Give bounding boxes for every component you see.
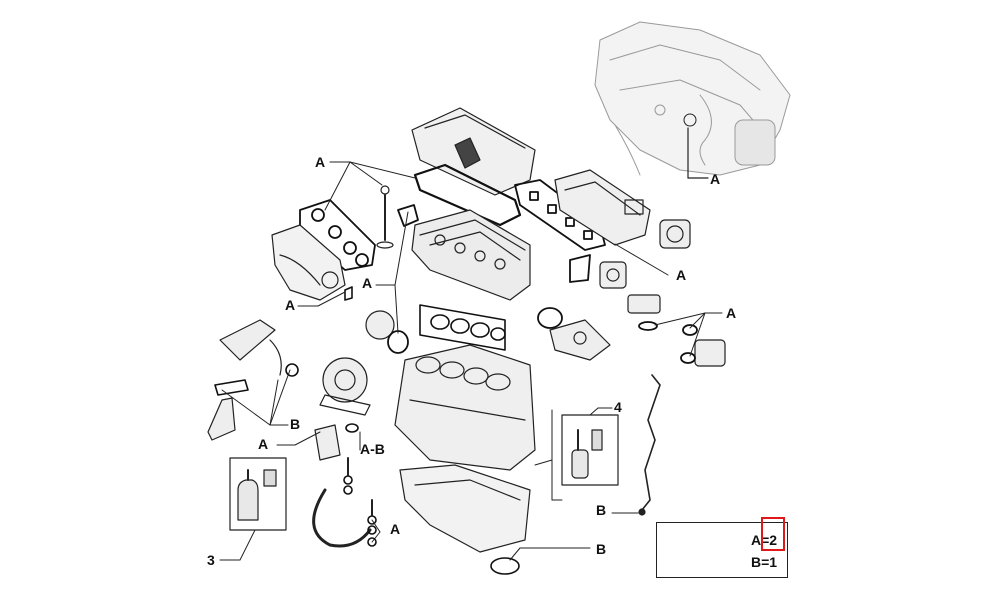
dipstick-seal-art	[638, 508, 646, 516]
o-ring-art	[537, 307, 563, 329]
turbocharger-art	[319, 310, 395, 416]
thermostat-housing-art	[599, 261, 627, 289]
legend-b-quantity: B=1	[751, 554, 778, 570]
egr-cooler-gasket-art	[680, 352, 696, 364]
cylinder-head-art	[411, 209, 531, 301]
callout-a-oil-line: A	[390, 521, 401, 537]
oil-feed-pipe-art	[219, 319, 299, 377]
callout-3-sealant: 3	[207, 552, 215, 568]
callout-a-egr: A	[726, 305, 737, 321]
callout-a-b: A-B	[360, 441, 385, 457]
intake-egr-assembly-art	[594, 21, 791, 176]
dipstick-art	[641, 374, 661, 511]
small-gasket-art	[397, 204, 419, 227]
callout-a-turbo: A	[362, 275, 373, 291]
turbo-gasket-art	[387, 330, 409, 354]
thermostat-gasket-art	[569, 254, 591, 283]
throttle-body-art	[659, 219, 691, 249]
exhaust-manifold-art	[271, 224, 346, 301]
intake-manifold-art	[554, 169, 651, 246]
callout-a-intake-gasket: A	[676, 267, 687, 283]
oil-return-art	[207, 379, 249, 441]
callout-a-intake-egr: A	[710, 171, 721, 187]
egr-cooler-art	[694, 339, 726, 367]
egr-gasket-art	[638, 321, 658, 331]
oil-filter-art	[314, 423, 359, 461]
oil-pan-o-ring-art	[490, 557, 520, 575]
engine-block-art	[394, 344, 536, 471]
callout-leader-lines	[219, 161, 723, 561]
legend-a-quantity: A=2	[751, 532, 778, 548]
callout-a-oil-filter: A	[258, 436, 269, 452]
water-pump-art	[549, 319, 611, 361]
flange-gasket-art	[344, 286, 353, 301]
head-gasket-art	[419, 304, 506, 351]
valve-cover-art	[411, 107, 536, 196]
sealant-kit-3-art	[229, 457, 287, 531]
sealant-kit-4-art	[561, 414, 619, 486]
quantity-highlight-box	[761, 517, 785, 551]
egr-valve-art	[627, 294, 661, 314]
valve-cover-gasket-art	[413, 163, 522, 227]
callout-b-oil-return: B	[290, 416, 301, 432]
callout-b-dipstick: B	[596, 502, 607, 518]
callout-a-valve-cover: A	[315, 154, 326, 170]
egr-seal-art	[682, 324, 698, 336]
valve-art	[376, 185, 394, 249]
callout-4-sealant: 4	[614, 399, 622, 415]
callout-a-exhaust-flange: A	[285, 297, 296, 313]
callout-b-oil-pan-seal: B	[596, 541, 607, 557]
oil-pan-art	[399, 464, 531, 553]
oil-line-art	[312, 488, 372, 548]
intake-gasket-art	[514, 179, 606, 251]
